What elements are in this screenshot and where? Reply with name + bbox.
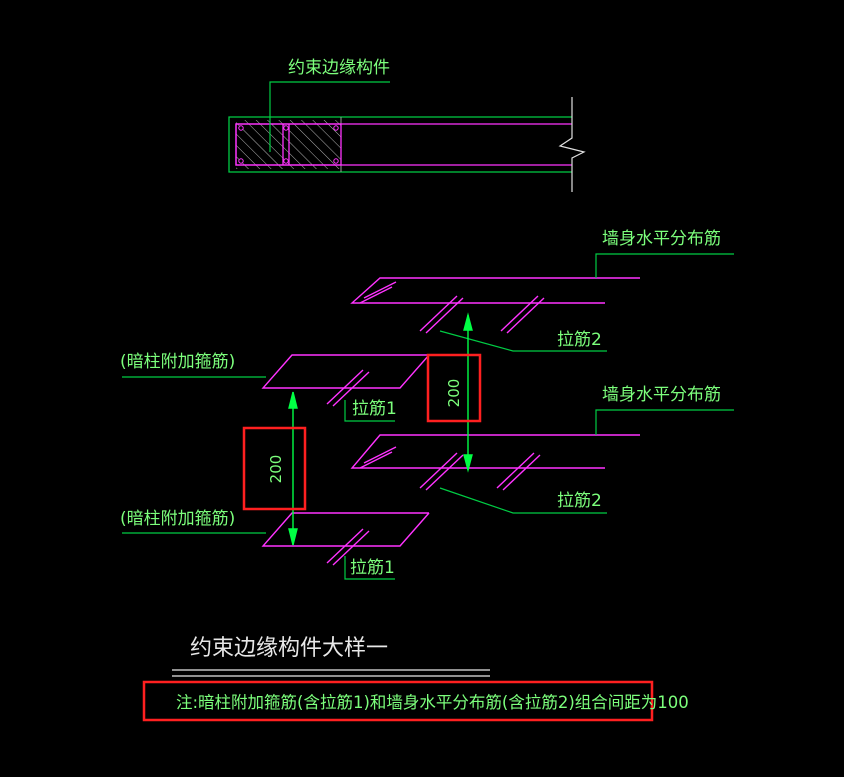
edge-member-leader [269,81,390,152]
stirrup-upper [261,354,430,407]
dimension-value-left: 200 [267,455,285,484]
highlight-box-note [142,680,654,722]
dimensions [288,312,473,546]
drawing-note: 注:暗柱附加箍筋(含拉筋1)和墙身水平分布筋(含拉筋2)组合间距为100 [176,693,689,712]
plan-view: 约束边缘构件 [228,58,586,192]
tie-bar-2-label-upper: 拉筋2 [557,330,602,350]
tie-bar-1-label-lower: 拉筋1 [350,558,395,578]
wall-rebar-upper [350,277,640,334]
section-view [261,277,640,566]
hidden-column-stirrup-label-lower: (暗柱附加箍筋) [120,509,235,529]
wall-horizontal-rebar-label-upper: 墙身水平分布筋 [602,229,721,249]
highlight-box-left [242,426,307,511]
drawing-title: 约束边缘构件大样一 [190,636,388,661]
wall-outline [228,116,572,173]
tie-bar-2-label-lower: 拉筋2 [557,491,602,511]
edge-member-label: 约束边缘构件 [288,58,390,78]
wall-rebar-lower [350,434,640,491]
leaders [122,253,734,580]
hidden-column-stirrup-label-upper: (暗柱附加箍筋) [120,352,235,372]
stirrup-lower [261,512,430,566]
dimension-value-right: 200 [445,379,463,408]
tie-bar-1-label-upper: 拉筋1 [352,399,397,419]
highlight-box-right [426,353,482,423]
wall-horizontal-rebar-label-lower: 墙身水平分布筋 [602,385,721,405]
break-line [558,97,586,192]
